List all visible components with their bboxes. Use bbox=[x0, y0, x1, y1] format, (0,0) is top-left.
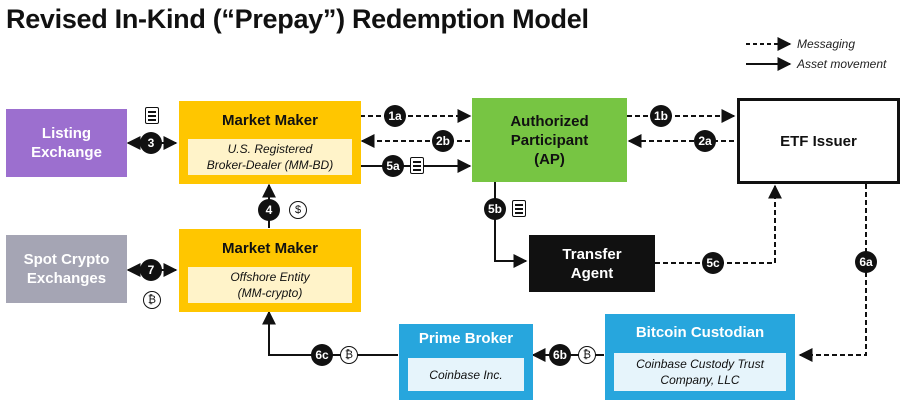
mm-bd-sub1: U.S. Registered bbox=[227, 142, 313, 156]
arrow-5c bbox=[655, 184, 782, 264]
spot-crypto-node: Spot Crypto Exchanges bbox=[6, 235, 127, 303]
market-maker-crypto-title: Market Maker bbox=[222, 240, 318, 257]
transfer-agent-line2: Agent bbox=[570, 264, 614, 282]
bitcoin-icon: ₿ bbox=[578, 346, 596, 364]
ap-line2: Participant bbox=[510, 131, 589, 149]
step-badge-6c: 6c bbox=[311, 344, 333, 366]
arrow-5b bbox=[494, 182, 528, 268]
transfer-agent-node: Transfer Agent bbox=[529, 235, 655, 292]
step-badge-2a: 2a bbox=[694, 130, 716, 152]
spot-crypto-line1: Spot Crypto bbox=[23, 251, 110, 268]
custodian-title: Bitcoin Custodian bbox=[635, 324, 765, 341]
legend-messaging: Messaging bbox=[797, 37, 856, 51]
listing-exchange-node: Listing Exchange bbox=[6, 109, 127, 177]
arrow-6c bbox=[262, 310, 398, 356]
etf-issuer-label: ETF Issuer bbox=[780, 132, 857, 150]
document-icon bbox=[145, 107, 159, 124]
step-badge-4: 4 bbox=[258, 199, 280, 221]
document-icon bbox=[410, 157, 424, 174]
market-maker-crypto-subtitle: Offshore Entity (MM-crypto) bbox=[188, 267, 352, 303]
listing-exchange-line1: Listing bbox=[41, 125, 92, 142]
prime-broker-subtitle: Coinbase Inc. bbox=[408, 358, 524, 391]
bitcoin-icon: ₿ bbox=[340, 346, 358, 364]
mm-bd-sub2: Broker-Dealer (MM-BD) bbox=[206, 158, 334, 172]
spot-crypto-line2: Exchanges bbox=[26, 270, 107, 287]
step-badge-1b: 1b bbox=[650, 105, 672, 127]
step-badge-5b: 5b bbox=[484, 198, 506, 220]
listing-exchange-line2: Exchange bbox=[31, 144, 102, 161]
diagram-title: Revised In-Kind (“Prepay”) Redemption Mo… bbox=[6, 4, 589, 34]
bitcoin-icon: ₿ bbox=[143, 291, 161, 309]
custodian-sub1: Coinbase Custody Trust bbox=[636, 357, 764, 371]
transfer-agent-line1: Transfer bbox=[562, 245, 622, 263]
step-badge-5c: 5c bbox=[702, 252, 724, 274]
step-badge-6a: 6a bbox=[855, 251, 877, 273]
ap-line3: (AP) bbox=[534, 150, 565, 168]
legend-asset-movement: Asset movement bbox=[797, 57, 887, 71]
custodian-sub2: Company, LLC bbox=[660, 373, 740, 387]
dollar-icon: $ bbox=[289, 201, 307, 219]
mm-crypto-sub1: Offshore Entity bbox=[230, 270, 310, 284]
step-badge-1a: 1a bbox=[384, 105, 406, 127]
step-badge-2b: 2b bbox=[432, 130, 454, 152]
custodian-subtitle: Coinbase Custody Trust Company, LLC bbox=[614, 353, 786, 391]
step-badge-6b: 6b bbox=[549, 344, 571, 366]
authorized-participant-node: Authorized Participant (AP) bbox=[472, 98, 627, 182]
step-badge-3: 3 bbox=[140, 132, 162, 154]
market-maker-crypto-node: Market Maker Offshore Entity (MM-crypto) bbox=[179, 229, 361, 312]
prime-broker-title: Prime Broker bbox=[418, 330, 514, 347]
etf-issuer-node: ETF Issuer bbox=[737, 98, 900, 184]
ap-line1: Authorized bbox=[510, 112, 589, 130]
document-icon bbox=[512, 200, 526, 217]
prime-broker-node: Prime Broker Coinbase Inc. bbox=[399, 324, 533, 400]
market-maker-bd-subtitle: U.S. Registered Broker-Dealer (MM-BD) bbox=[188, 139, 352, 175]
mm-crypto-sub2: (MM-crypto) bbox=[237, 286, 303, 300]
bitcoin-custodian-node: Bitcoin Custodian Coinbase Custody Trust… bbox=[605, 314, 795, 400]
prime-broker-sub: Coinbase Inc. bbox=[429, 367, 503, 382]
market-maker-bd-node: Market Maker U.S. Registered Broker-Deal… bbox=[179, 101, 361, 184]
arrow-6a bbox=[798, 184, 867, 362]
step-badge-5a: 5a bbox=[382, 155, 404, 177]
market-maker-bd-title: Market Maker bbox=[222, 112, 318, 129]
step-badge-7: 7 bbox=[140, 259, 162, 281]
